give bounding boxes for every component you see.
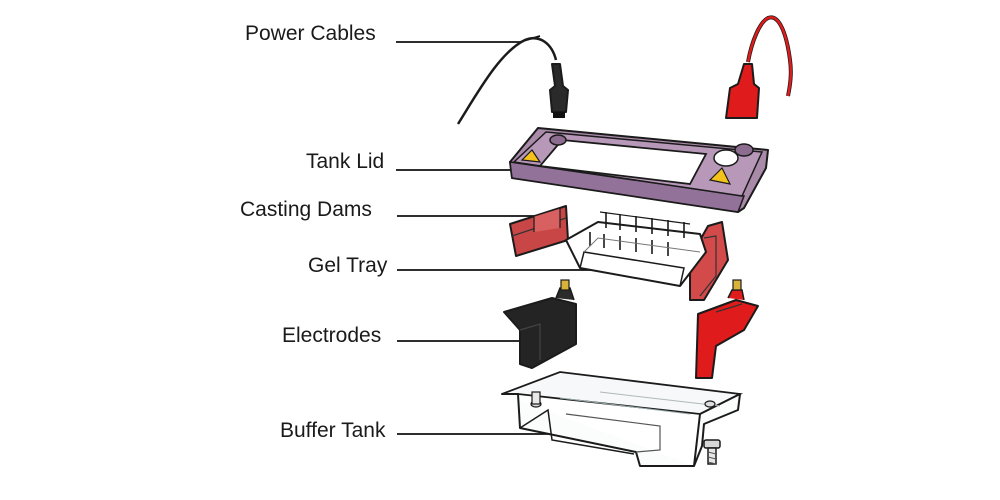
electrode-black [503, 279, 577, 369]
label-tank-lid: Tank Lid [306, 150, 384, 173]
warning-triangle-icon [708, 166, 732, 185]
casting-dam-left [509, 205, 569, 257]
buffer-tank [501, 371, 744, 467]
leader-power-cables [396, 35, 541, 43]
gel-tray [565, 211, 707, 287]
label-electrodes: Electrodes [282, 324, 381, 347]
power-cable-red [725, 15, 793, 119]
power-cable-black [456, 37, 569, 125]
warning-triangle-icon [520, 149, 542, 163]
label-power-cables: Power Cables [245, 22, 376, 45]
label-buffer-tank: Buffer Tank [280, 419, 386, 442]
labels: Power Cables Tank Lid Casting Dams Gel T… [240, 22, 652, 442]
label-casting-dams: Casting Dams [240, 198, 372, 221]
thumb-screw [703, 439, 721, 465]
electrode-red [695, 279, 759, 379]
tank-lid [509, 127, 769, 213]
label-gel-tray: Gel Tray [308, 254, 388, 277]
